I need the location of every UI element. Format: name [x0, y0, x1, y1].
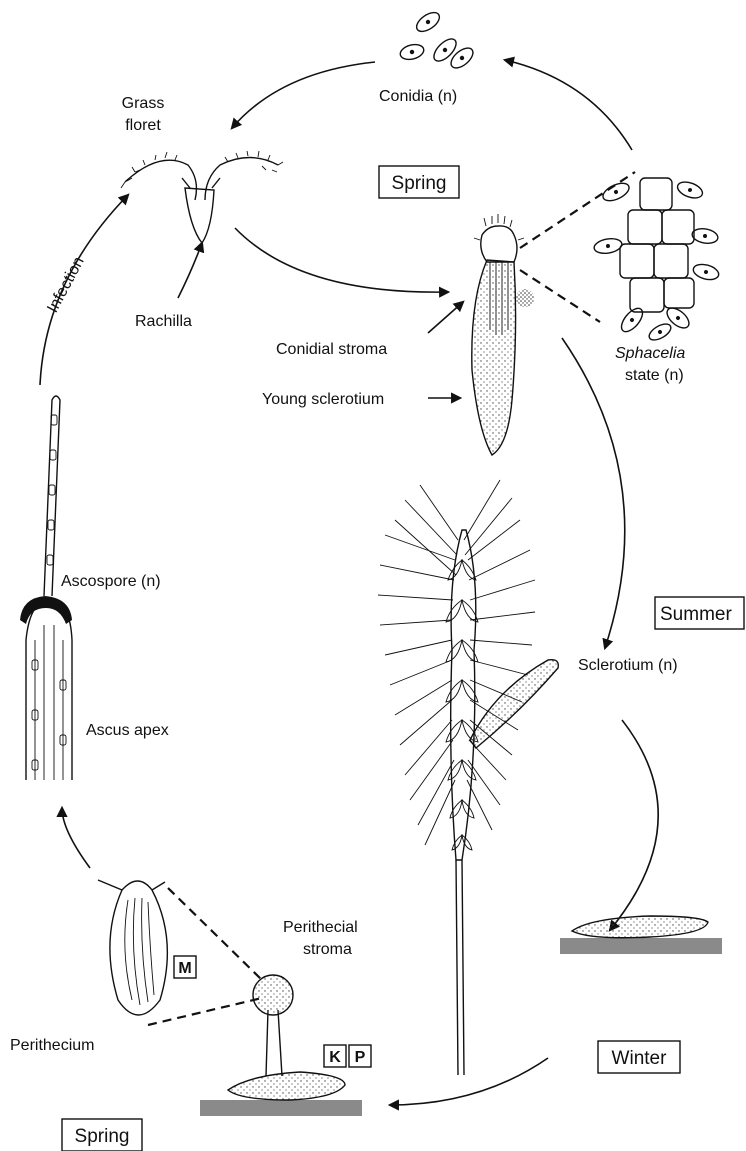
- arrow-sclerotium-to-overwintering: [610, 720, 658, 930]
- label-infection: Infection: [44, 254, 87, 315]
- arrow-conidia-to-floret: [232, 62, 375, 128]
- arrow-floret-to-stroma: [235, 228, 448, 292]
- arrow-young-sclerotium-to-sclerotium: [562, 338, 625, 648]
- infected-grass-head-illustration: [378, 480, 558, 1075]
- label-conidial-stroma: Conidial stroma: [276, 341, 387, 358]
- perithecial-stroma-head: [253, 975, 293, 1015]
- arrow-sphacelia-to-conidia: [505, 60, 632, 150]
- conidial-stroma-illustration: [472, 214, 534, 455]
- arrow-rachilla-pointer: [178, 243, 202, 298]
- label-grass-floret-2: floret: [125, 117, 161, 134]
- label-perithecial-stroma-2: stroma: [303, 941, 352, 958]
- sclerotium-on-head: [470, 660, 558, 748]
- svg-text:M: M: [178, 960, 191, 977]
- arrow-perithecium-to-ascus: [62, 808, 90, 868]
- label-sphacelia-1: Sphacelia: [615, 345, 685, 362]
- label-young-sclerotium: Young sclerotium: [262, 391, 384, 408]
- label-perithecial-stroma-1: Perithecial: [283, 919, 358, 936]
- panel-tag-p: P: [349, 1045, 371, 1067]
- svg-text:Spring: Spring: [75, 1126, 130, 1147]
- label-sphacelia-2: state (n): [625, 367, 684, 384]
- season-spring-bottom: Spring: [62, 1119, 142, 1151]
- season-spring-top: Spring: [379, 166, 459, 198]
- label-conidia: Conidia (n): [379, 88, 457, 105]
- overwintering-sclerotium-illustration: [560, 916, 722, 954]
- svg-text:Spring: Spring: [392, 173, 447, 194]
- arrow-winter-to-germination: [390, 1058, 548, 1105]
- grass-floret-illustration: [121, 151, 283, 243]
- arrow-conidial-stroma-pointer: [428, 302, 463, 333]
- soil-surface-spring: [200, 1100, 362, 1116]
- label-rachilla: Rachilla: [135, 313, 192, 330]
- perithecium-callout-lower: [148, 998, 262, 1025]
- label-ascus-apex: Ascus apex: [86, 722, 169, 739]
- soil-surface-winter: [560, 938, 722, 954]
- svg-text:Winter: Winter: [612, 1048, 668, 1069]
- perithecium-illustration: [98, 880, 167, 1015]
- panel-tag-m: M: [174, 956, 196, 978]
- label-perithecium: Perithecium: [10, 1037, 94, 1054]
- season-summer: Summer: [655, 597, 744, 629]
- diagram-labels: Conidia (n) Grass floret Rachilla Infect…: [10, 88, 685, 1054]
- label-grass-floret-1: Grass: [122, 95, 165, 112]
- label-ascospore: Ascospore (n): [61, 573, 161, 590]
- conidia-illustration: [399, 9, 477, 72]
- panel-tag-k: K: [324, 1045, 346, 1067]
- svg-text:P: P: [355, 1049, 366, 1066]
- season-winter: Winter: [598, 1041, 680, 1073]
- svg-text:Summer: Summer: [660, 604, 732, 625]
- svg-text:K: K: [329, 1049, 341, 1066]
- label-sclerotium: Sclerotium (n): [578, 657, 678, 674]
- sphacelia-illustration: [593, 178, 720, 343]
